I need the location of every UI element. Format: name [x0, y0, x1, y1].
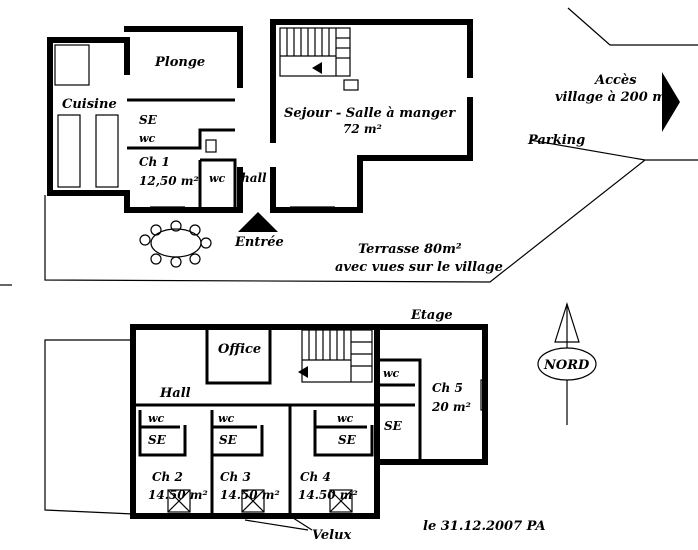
upper-annex	[44, 339, 134, 515]
ground-wall-top	[124, 26, 243, 88]
kitchen-counter-top	[54, 44, 90, 86]
label-se-ch3: SE	[219, 433, 238, 447]
label-wc-ch4: wc	[337, 412, 353, 425]
label-se-ch2: SE	[148, 433, 167, 447]
bath-ch2	[138, 410, 187, 457]
label-terrasse-1: Terrasse 80m²	[358, 242, 462, 257]
label-se-ch5: SE	[384, 419, 403, 433]
label-ch1-name: Ch 1	[139, 155, 170, 169]
road-bottom	[529, 139, 698, 161]
label-ch5-area: 20 m²	[431, 400, 471, 414]
office-wall	[205, 327, 272, 385]
label-se-ground: SE	[139, 113, 158, 127]
label-acces-1: Accès	[593, 73, 637, 88]
compass-label: NORD	[543, 358, 590, 373]
terrace-outline	[44, 159, 646, 283]
label-ch3-name: Ch 3	[220, 470, 251, 484]
ground-wall-sejour-top	[362, 19, 473, 78]
label-parking: Parking	[527, 133, 585, 148]
label-office: Office	[218, 342, 261, 357]
label-wc-ch2: wc	[148, 412, 164, 425]
label-plonge: Plonge	[154, 55, 205, 70]
ground-staircase	[279, 27, 359, 91]
bath-ch3	[210, 410, 264, 457]
upper-wing-wall	[374, 324, 488, 465]
label-entree: Entrée	[234, 235, 284, 250]
label-sejour: Sejour - Salle à manger	[284, 106, 456, 121]
label-terrasse-2: avec vues sur le village	[335, 260, 503, 275]
label-ch2-area: 14.50 m²	[148, 488, 208, 502]
velux-leader-2	[289, 515, 313, 531]
ground-floor: Cuisine Plonge SE wc Ch 1 12,50 m² wc ha…	[0, 7, 698, 286]
label-velux: Velux	[312, 528, 352, 543]
label-ch4-name: Ch 4	[300, 470, 331, 484]
compass-ring	[537, 347, 597, 381]
label-hall-upper: Hall	[159, 386, 191, 401]
label-cuisine: Cuisine	[62, 97, 117, 112]
entrance-marker	[238, 212, 278, 232]
ground-inner-se	[127, 128, 235, 150]
upper-floor: Etage Office Hall wc Ch 5 20 m² SE wc SE…	[44, 308, 488, 543]
washbasin	[205, 139, 217, 153]
kitchen-counter-left	[57, 114, 81, 188]
label-ch2-name: Ch 2	[152, 470, 183, 484]
window-ch5	[480, 379, 488, 411]
kitchen-counter-right	[95, 114, 119, 188]
access-arrow	[662, 72, 680, 132]
upper-staircase	[298, 329, 373, 383]
velux-leader-1	[244, 519, 309, 531]
label-hall-ground: hall	[241, 171, 267, 185]
label-ch1-area: 12,50 m²	[139, 174, 199, 188]
outdoor-table	[139, 220, 212, 268]
ground-wall-kitchen-bottom	[124, 190, 243, 213]
label-etage: Etage	[410, 308, 453, 323]
label-wc-ground-1: wc	[139, 132, 155, 145]
label-se-ch4: SE	[338, 433, 357, 447]
label-ch4-area: 14.50 m²	[298, 488, 358, 502]
ground-inner-wc	[200, 158, 237, 210]
label-ch3-area: 14.50 m²	[220, 488, 280, 502]
velux-windows	[167, 489, 353, 513]
label-wc-ch5: wc	[383, 367, 399, 380]
label-ch5-name: Ch 5	[432, 381, 463, 395]
signature: le 31.12.2007 PA	[423, 519, 546, 534]
ch5-wc-wall	[377, 358, 422, 462]
label-acces-2: village à 200 m	[555, 90, 666, 105]
label-wc-ch3: wc	[218, 412, 234, 425]
ground-wall-sejour-right	[270, 97, 473, 213]
ground-wall-left	[47, 37, 130, 196]
label-wc-ground-2: wc	[209, 172, 225, 185]
road-top	[567, 7, 698, 46]
bath-ch4	[313, 410, 374, 457]
compass: NORD	[537, 302, 597, 425]
label-sejour-area: 72 m²	[343, 122, 382, 136]
upper-outer-wall	[130, 324, 380, 519]
